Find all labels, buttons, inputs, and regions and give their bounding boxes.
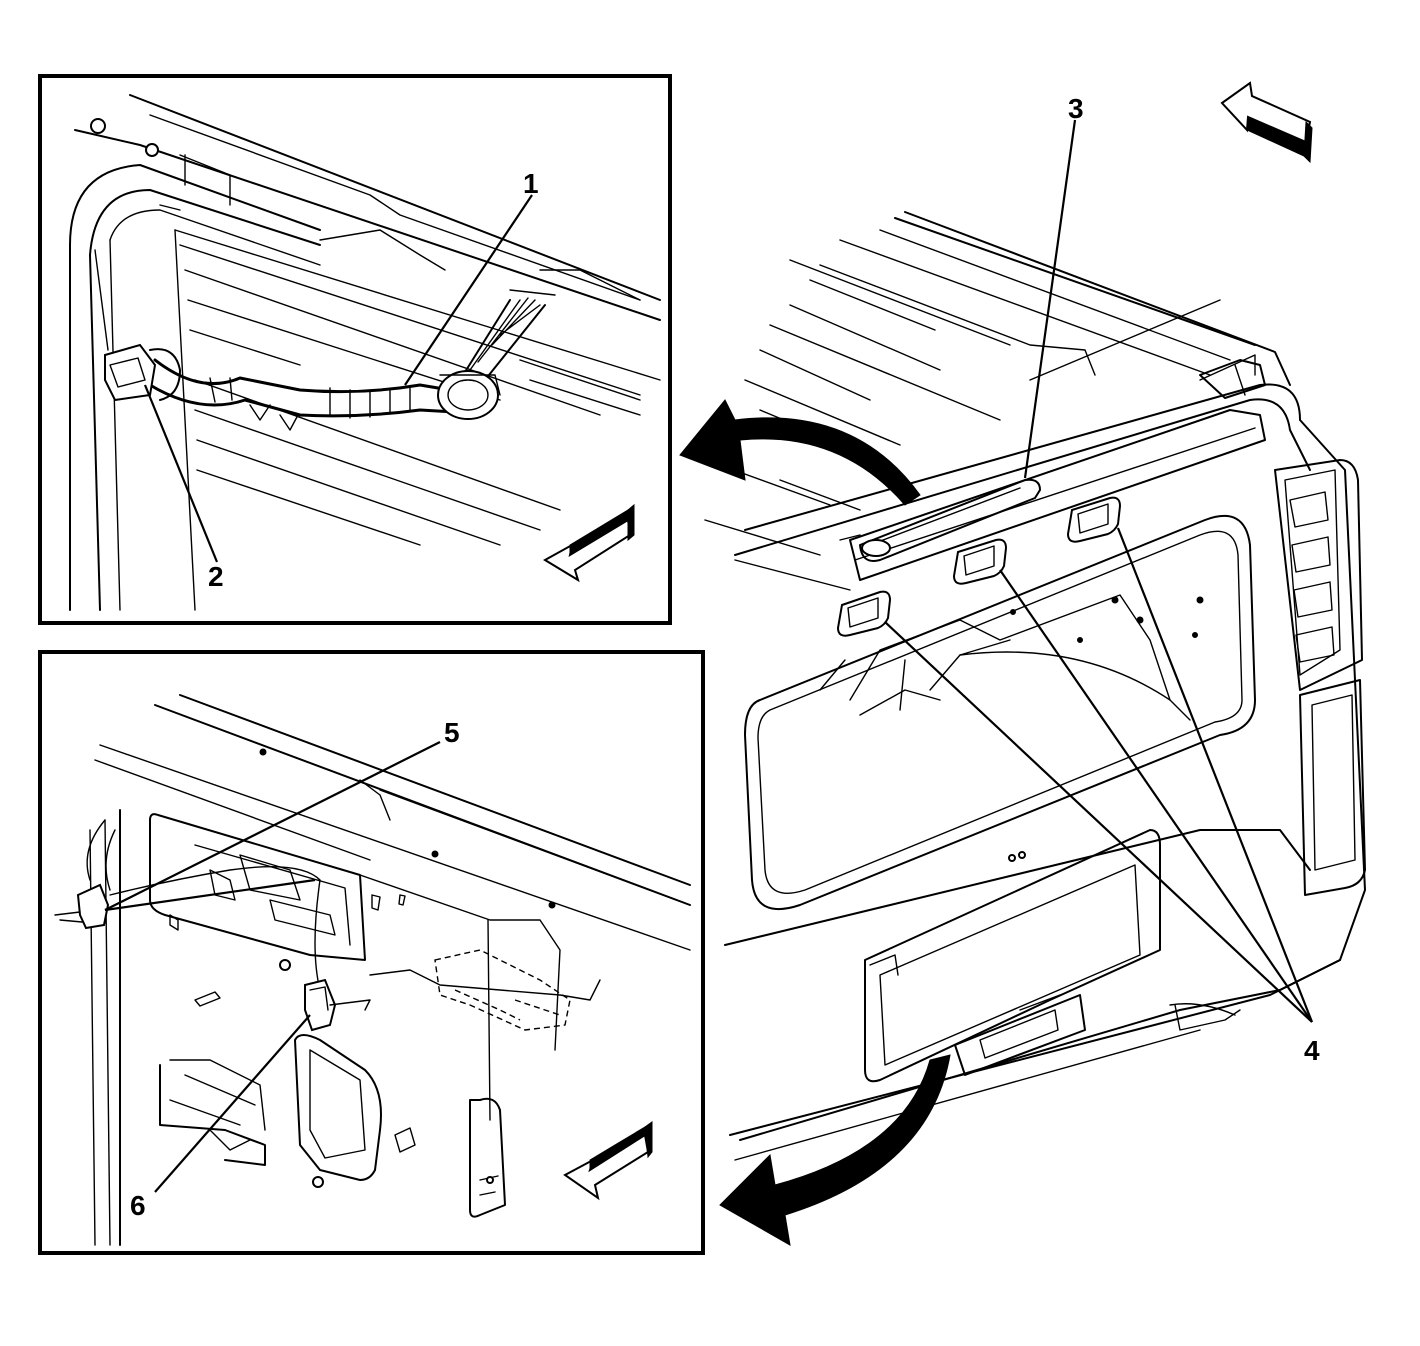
- main-liftgate-view: [679, 81, 1366, 1246]
- callout-4: 4: [1304, 1035, 1320, 1066]
- inset2-artwork: [54, 694, 691, 1246]
- swing-direction-arrow-icon: [679, 399, 951, 1246]
- roof-panel: [704, 211, 1291, 591]
- liftgate-body: [724, 359, 1366, 1161]
- callout-3: 3: [1068, 93, 1084, 124]
- callout-6: 6: [130, 1190, 146, 1221]
- view-direction-arrow-icon: [1220, 81, 1313, 164]
- liftgate-bumper-pads: [836, 496, 1122, 637]
- callout-5: 5: [444, 717, 460, 748]
- view-direction-arrow-icon: [543, 503, 635, 583]
- chmsl-lamp: [859, 478, 1041, 562]
- inset-top-left: [38, 74, 672, 625]
- inset-bottom-left: [38, 650, 705, 1255]
- view-direction-arrow-icon: [563, 1121, 653, 1201]
- callout-2: 2: [208, 561, 224, 592]
- callout-1: 1: [523, 168, 539, 199]
